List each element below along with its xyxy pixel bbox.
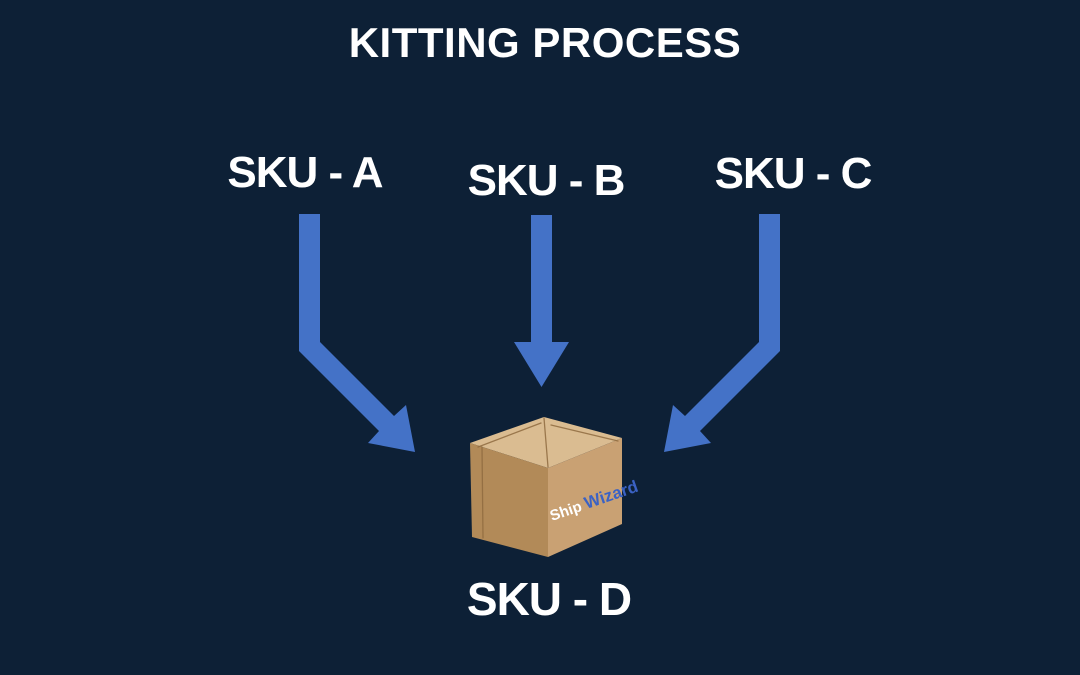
diagram-title: KITTING PROCESS <box>348 19 742 66</box>
arrow-sku-a-to-box <box>299 214 415 452</box>
box-lid-center-seam <box>543 417 549 468</box>
box-lid-left-crease <box>477 422 542 448</box>
box-left-face <box>470 443 548 557</box>
box-seams <box>477 417 619 539</box>
box-lid-right-crease <box>550 424 619 442</box>
sku-a-label: SKU - A <box>227 148 383 197</box>
arrow-sku-b-to-box <box>514 215 569 387</box>
shipping-box: Ship Wizard <box>470 417 641 557</box>
sku-c-label: SKU - C <box>714 149 873 198</box>
arrow-sku-c-to-box <box>664 214 780 452</box>
box-right-face <box>548 438 622 557</box>
box-left-face-seam <box>481 446 484 539</box>
sku-d-label: SKU - D <box>466 573 632 625</box>
sku-b-label: SKU - B <box>467 156 626 205</box>
